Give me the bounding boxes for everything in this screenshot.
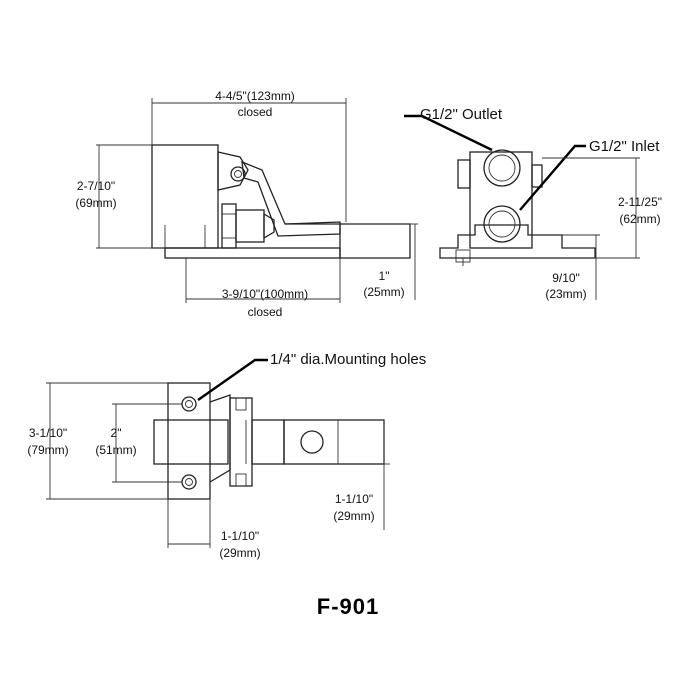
mounting-holes-leader <box>197 358 268 401</box>
side-valve-body <box>235 209 265 243</box>
dim-end-base-height-mm: (23mm) <box>545 287 586 301</box>
side-view: 4-4/5"(123mm) closed 2-7/10" (69mm) 1" (… <box>75 89 418 319</box>
label-inlet: G1/2" Inlet <box>589 138 660 155</box>
end-left-stub <box>457 159 471 189</box>
mounting-hole-bottom <box>181 474 197 490</box>
dim-pedal-width: 1-1/10" <box>335 492 373 506</box>
inlet-port <box>483 205 521 243</box>
dim-end-base-height: 9/10" <box>552 271 580 285</box>
dim-side-width-bottom-note: closed <box>248 305 283 319</box>
side-lever <box>241 160 341 237</box>
end-right-stub <box>531 164 543 188</box>
top-lever-arm <box>251 419 285 465</box>
outlet-leader <box>404 114 493 152</box>
dim-side-width-top-note: closed <box>238 105 273 119</box>
mounting-hole-top <box>181 396 197 412</box>
side-valve-nut <box>221 203 237 249</box>
top-pedal-hole <box>300 430 324 454</box>
top-hinge-bracket <box>229 397 253 487</box>
inlet-leader <box>519 144 586 211</box>
end-body <box>469 151 533 249</box>
top-view: 1/4" dia.Mounting holes 3-1/10" (79mm) 2… <box>27 351 426 560</box>
dim-side-width-top: 4-4/5"(123mm) <box>215 89 295 103</box>
dim-top-width: 3-1/10" <box>29 426 67 440</box>
dim-pedal-width-mm: (29mm) <box>333 509 374 523</box>
side-pedal-plate <box>285 223 411 259</box>
label-mounting-holes: 1/4" dia.Mounting holes <box>270 351 426 368</box>
outlet-port <box>483 149 521 187</box>
dim-top-width-mm: (79mm) <box>27 443 68 457</box>
top-pedal <box>283 419 385 465</box>
end-view: G1/2" Outlet G1/2" Inlet 2-11/25" (62mm)… <box>404 106 662 301</box>
dim-end-height-mm: (62mm) <box>619 212 660 226</box>
dim-side-height-mm: (69mm) <box>75 196 116 210</box>
dim-pedal-height: 1" <box>379 269 390 283</box>
dim-base-depth: 1-1/10" <box>221 529 259 543</box>
dim-side-height: 2-7/10" <box>77 179 115 193</box>
dim-side-width-bottom: 3-9/10"(100mm) <box>222 287 308 301</box>
top-base-plate <box>167 382 211 500</box>
side-pivot-pin <box>230 166 246 182</box>
dim-base-depth-mm: (29mm) <box>219 546 260 560</box>
end-base <box>439 224 596 259</box>
dim-end-height: 2-11/25" <box>618 195 662 209</box>
dim-hole-spacing-mm: (51mm) <box>95 443 136 457</box>
side-base-plate <box>164 247 341 259</box>
dim-hole-spacing: 2" <box>111 426 122 440</box>
side-body-block <box>151 144 219 249</box>
dim-pedal-height-mm: (25mm) <box>363 285 404 299</box>
label-outlet: G1/2" Outlet <box>420 106 503 123</box>
model-number: F-901 <box>317 594 379 619</box>
top-valve-body <box>153 419 229 465</box>
